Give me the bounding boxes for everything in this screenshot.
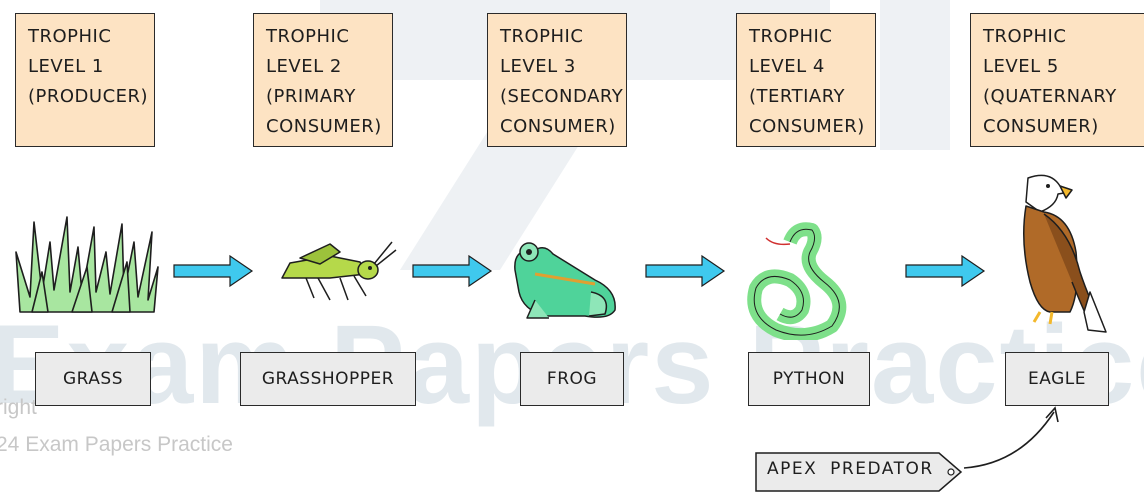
organism-label-frog: FROG bbox=[520, 352, 624, 406]
organism-label-python: PYTHON bbox=[748, 352, 870, 406]
level-role-cont: CONSUMER) bbox=[983, 116, 1099, 137]
level-role: (PRIMARY bbox=[266, 86, 356, 107]
level-title: TROPHIC bbox=[266, 26, 350, 47]
level-role: (QUATERNARY bbox=[983, 86, 1117, 107]
trophic-level-1-box: TROPHIC LEVEL 1 (PRODUCER) bbox=[15, 13, 155, 147]
organism-label-grass: GRASS bbox=[35, 352, 151, 406]
trophic-level-5-box: TROPHIC LEVEL 5 (QUATERNARY CONSUMER) bbox=[970, 13, 1144, 147]
level-title: TROPHIC bbox=[749, 26, 833, 47]
organism-label-grasshopper: GRASSHOPPER bbox=[240, 352, 416, 406]
level-role-cont: CONSUMER) bbox=[749, 116, 865, 137]
grasshopper-icon bbox=[281, 241, 397, 301]
level-number: LEVEL 2 bbox=[266, 56, 342, 77]
level-role: (TERTIARY bbox=[749, 86, 846, 107]
level-number: LEVEL 3 bbox=[500, 56, 576, 77]
level-role-cont: CONSUMER) bbox=[500, 116, 616, 137]
level-role: (SECONDARY bbox=[500, 86, 624, 107]
level-number: LEVEL 5 bbox=[983, 56, 1059, 77]
arrow-4-icon bbox=[905, 254, 986, 288]
organism-label-eagle: EAGLE bbox=[1005, 352, 1109, 406]
apex-predator-label: APEX PREDATOR bbox=[767, 459, 934, 479]
level-role-cont: CONSUMER) bbox=[266, 116, 382, 137]
apex-pointer-arrow-icon bbox=[963, 406, 1059, 469]
watermark-copyright-line1: right bbox=[0, 396, 37, 419]
watermark-copyright-line2: 24 Exam Papers Practice bbox=[0, 433, 233, 456]
level-title: TROPHIC bbox=[500, 26, 584, 47]
trophic-level-2-box: TROPHIC LEVEL 2 (PRIMARY CONSUMER) bbox=[253, 13, 393, 147]
arrow-1-icon bbox=[173, 254, 254, 288]
grass-icon bbox=[15, 216, 159, 313]
arrow-3-icon bbox=[645, 254, 726, 288]
trophic-level-4-box: TROPHIC LEVEL 4 (TERTIARY CONSUMER) bbox=[736, 13, 876, 147]
apex-tag-icon bbox=[755, 452, 963, 492]
level-number: LEVEL 4 bbox=[749, 56, 825, 77]
level-title: TROPHIC bbox=[983, 26, 1067, 47]
arrow-2-icon bbox=[412, 254, 493, 288]
level-role: (PRODUCER) bbox=[28, 86, 149, 107]
python-icon bbox=[747, 222, 847, 340]
level-number: LEVEL 1 bbox=[28, 56, 104, 77]
trophic-level-3-box: TROPHIC LEVEL 3 (SECONDARY CONSUMER) bbox=[487, 13, 627, 147]
eagle-icon bbox=[1023, 174, 1107, 333]
level-title: TROPHIC bbox=[28, 26, 112, 47]
frog-icon bbox=[514, 242, 616, 319]
